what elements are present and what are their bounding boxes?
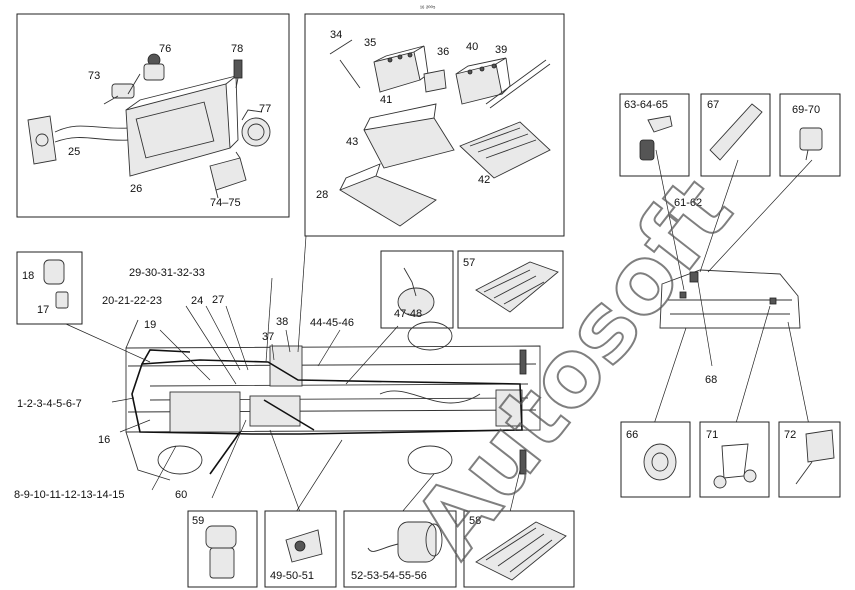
cab-outline: 61-62 68 xyxy=(651,149,813,431)
panel-top-left: 73 76 78 77 25 26 74–75 xyxy=(16,13,290,218)
part-39-strap xyxy=(485,59,551,109)
callout-63-64-65: 63-64-65 xyxy=(624,99,668,111)
panel-67: 67 xyxy=(700,93,771,177)
callout-57: 57 xyxy=(463,257,475,269)
callout-1-7: 1-2-3-4-5-6-7 xyxy=(17,398,82,410)
part-36-plate xyxy=(423,69,447,93)
callout-29-33: 29-30-31-32-33 xyxy=(129,267,205,279)
callout-26: 26 xyxy=(130,183,142,195)
part-74-75-unit xyxy=(209,151,247,199)
callout-18: 18 xyxy=(22,270,34,282)
callout-36: 36 xyxy=(437,46,449,58)
panel-72: 72 xyxy=(778,421,841,498)
panel-71: 71 xyxy=(699,421,770,498)
header-mark: ¹⁶ ²⁰⁰⁵ xyxy=(420,5,436,12)
panel-69-70: 69-70 xyxy=(779,93,841,177)
callout-72: 72 xyxy=(784,429,796,441)
callout-20-23: 20-21-22-23 xyxy=(102,295,162,307)
part-42-cover xyxy=(459,121,551,179)
part-26-box xyxy=(125,75,239,177)
callout-39: 39 xyxy=(495,44,507,56)
panel-49-50-51: 49-50-51 xyxy=(264,510,337,588)
panel-47-48: 47-48 xyxy=(380,250,454,329)
callout-78: 78 xyxy=(231,43,243,55)
callout-60: 60 xyxy=(175,489,187,501)
callout-42: 42 xyxy=(478,174,490,186)
callout-8-15: 8-9-10-11-12-13-14-15 xyxy=(14,489,124,501)
panel-63-64-65: 63-64-65 xyxy=(619,93,690,177)
panel-57: 57 xyxy=(457,250,564,329)
panel-batteries: 34 35 36 40 39 41 43 42 28 xyxy=(304,13,565,237)
callout-71: 71 xyxy=(706,429,718,441)
callout-40: 40 xyxy=(466,41,478,53)
callout-35: 35 xyxy=(364,37,376,49)
callout-59: 59 xyxy=(192,515,204,527)
callout-68: 68 xyxy=(705,374,717,386)
part-43-tray xyxy=(363,103,455,169)
part-77-relay xyxy=(241,109,271,147)
callout-49-51: 49-50-51 xyxy=(270,570,314,582)
panel-59: 59 xyxy=(187,510,258,588)
callout-52-56: 52-53-54-55-56 xyxy=(351,570,427,582)
callout-17: 17 xyxy=(37,304,49,316)
callout-74-75: 74–75 xyxy=(210,197,241,209)
callout-44-46: 44-45-46 xyxy=(310,317,354,329)
callout-58: 58 xyxy=(469,515,481,527)
chassis-leaders xyxy=(65,235,521,513)
callout-16: 16 xyxy=(98,434,110,446)
callout-61-62: 61-62 xyxy=(674,197,702,209)
part-28-bracket xyxy=(338,163,437,227)
chassis-frame xyxy=(125,319,541,481)
callout-67: 67 xyxy=(707,99,719,111)
callout-66: 66 xyxy=(626,429,638,441)
panel-66: 66 xyxy=(620,421,691,498)
callout-76: 76 xyxy=(159,43,171,55)
callout-28: 28 xyxy=(316,189,328,201)
part-73-76-switch xyxy=(103,53,165,105)
callout-77: 77 xyxy=(259,103,271,115)
callout-41: 41 xyxy=(380,94,392,106)
part-25-pipe xyxy=(27,115,131,165)
callout-73: 73 xyxy=(88,70,100,82)
callout-43: 43 xyxy=(346,136,358,148)
part-34-rod xyxy=(329,39,361,89)
panel-58: 58 xyxy=(463,510,575,588)
callout-47-48: 47-48 xyxy=(394,308,422,320)
panel-52-56: 52-53-54-55-56 xyxy=(343,510,457,588)
callout-27: 27 xyxy=(212,294,224,306)
callout-25: 25 xyxy=(68,146,80,158)
callout-34: 34 xyxy=(330,29,342,41)
callout-37: 37 xyxy=(262,331,274,343)
callout-38: 38 xyxy=(276,316,288,328)
callout-69-70: 69-70 xyxy=(792,104,820,116)
callout-24: 24 xyxy=(191,295,203,307)
panel-18-17: 18 17 xyxy=(16,251,83,325)
callout-19: 19 xyxy=(144,319,156,331)
part-78-key xyxy=(233,59,243,89)
